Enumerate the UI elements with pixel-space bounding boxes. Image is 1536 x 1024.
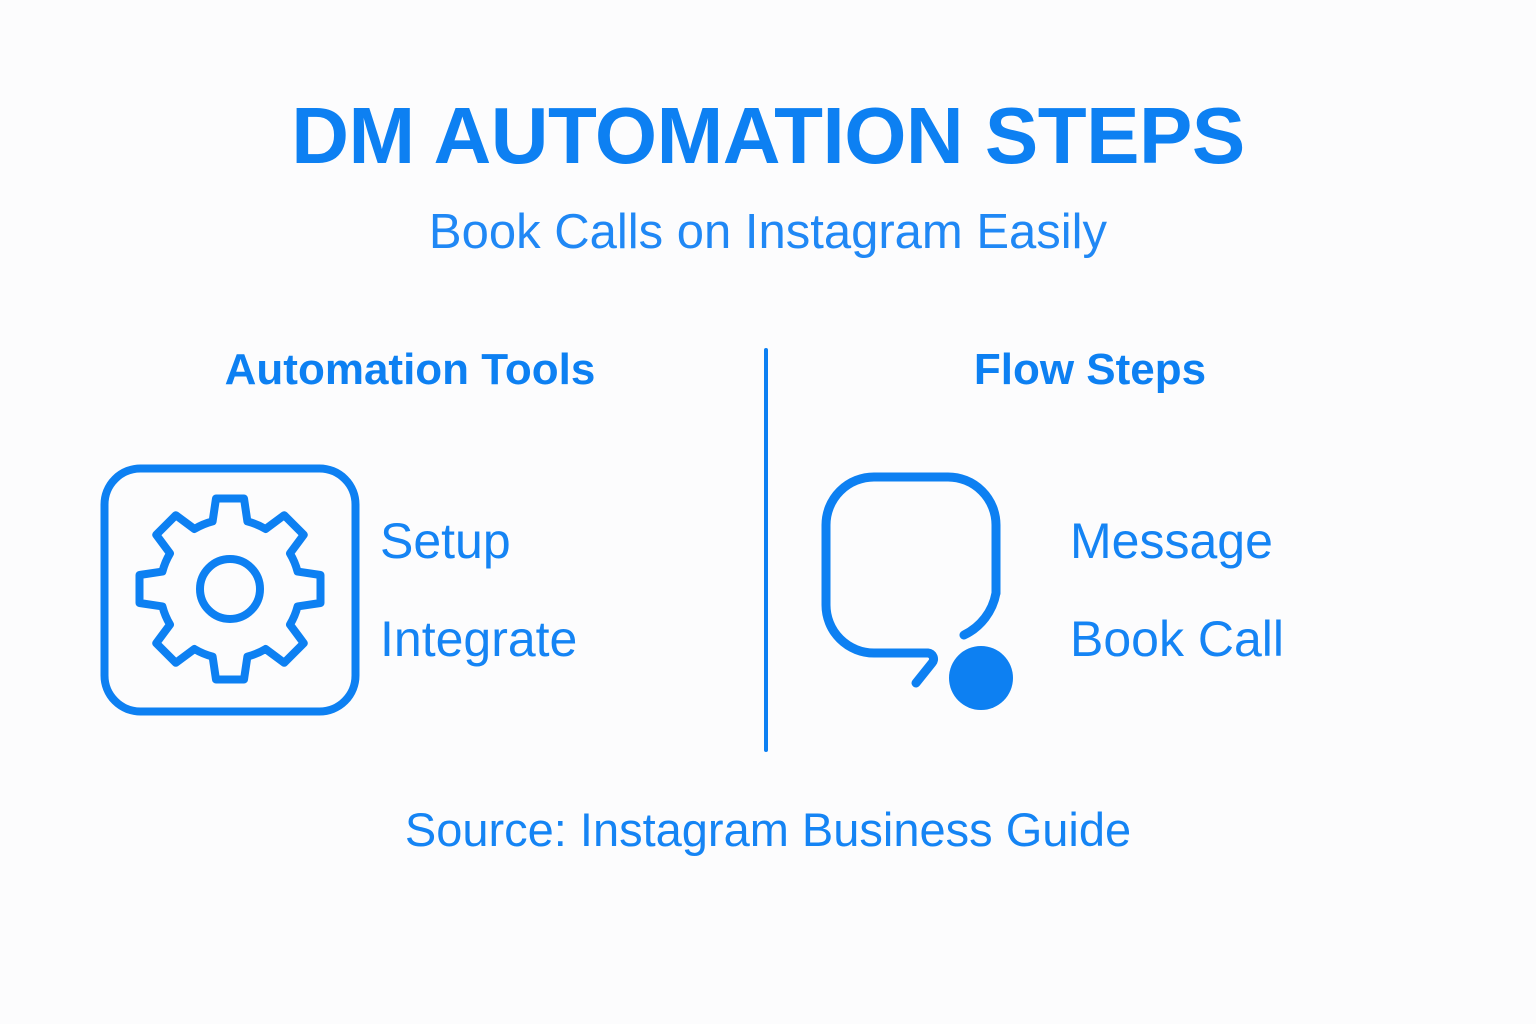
column-heading-automation-tools: Automation Tools <box>224 345 596 394</box>
item-label-integrate: Integrate <box>380 611 578 667</box>
speech-bubble-icon <box>821 472 1013 710</box>
page-title: DM AUTOMATION STEPS <box>291 91 1245 180</box>
label-list-left: Setup Integrate <box>370 516 750 664</box>
item-label-book-call: Book Call <box>1070 611 1284 667</box>
column-heading-flow-steps: Flow Steps <box>973 345 1207 394</box>
column-flow-steps: Flow Steps Message Book Call <box>790 340 1450 760</box>
icon-container-right <box>790 455 1060 725</box>
rounded-square-frame <box>100 464 360 716</box>
gear-in-rounded-square-icon <box>100 464 360 716</box>
icon-container-left <box>90 455 370 725</box>
header-block: DM AUTOMATION STEPS Book Calls on Instag… <box>0 96 1536 257</box>
footer-block: Source: Instagram Business Guide <box>0 806 1536 853</box>
item-label-message: Message <box>1070 513 1273 569</box>
columns-section: Automation Tools Setup Integrate <box>0 340 1536 760</box>
column-body-flow-steps: Message Book Call <box>790 440 1450 740</box>
source-caption: Source: Instagram Business Guide <box>404 803 1132 856</box>
speech-bubble-tail-curve <box>959 588 1000 640</box>
speech-bubble-outline <box>821 472 1000 688</box>
column-automation-tools: Automation Tools Setup Integrate <box>90 340 750 760</box>
speech-bubble-dot <box>948 646 1013 710</box>
item-label-setup: Setup <box>380 513 511 569</box>
column-body-automation-tools: Setup Integrate <box>90 440 750 740</box>
column-divider <box>764 348 768 752</box>
page-subtitle: Book Calls on Instagram Easily <box>428 205 1108 259</box>
gear-teeth-path <box>135 494 325 684</box>
gear-center-hole <box>196 555 264 623</box>
label-list-right: Message Book Call <box>1060 516 1450 664</box>
